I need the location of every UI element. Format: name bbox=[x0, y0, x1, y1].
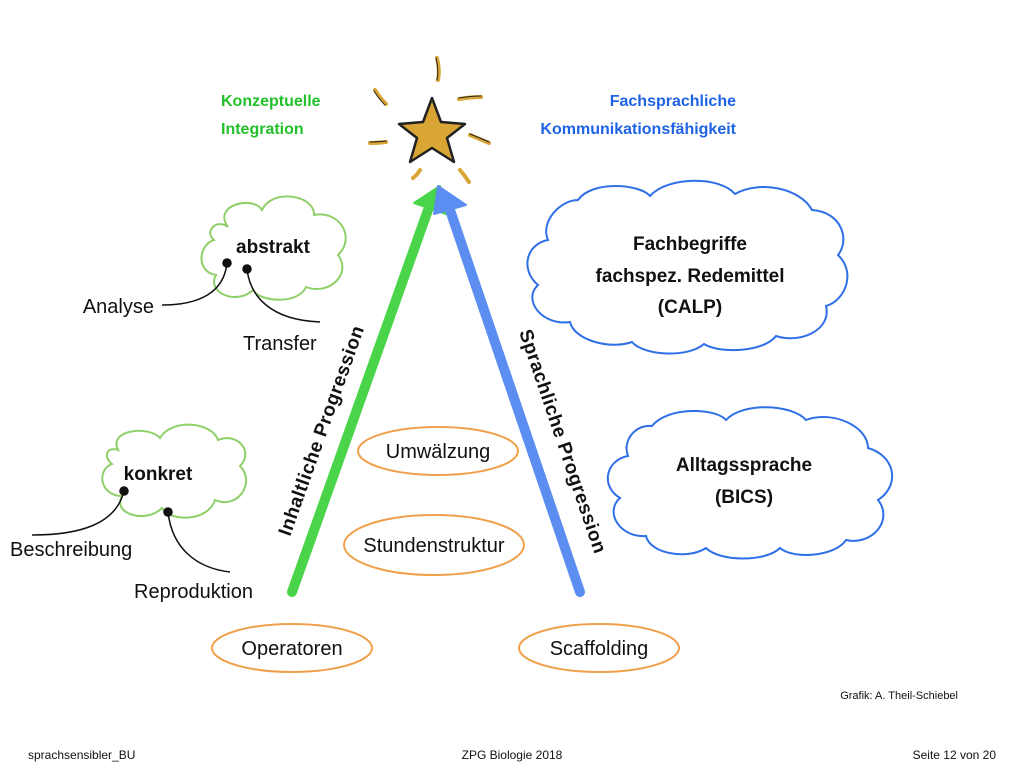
oval-revision-text: Umwälzung bbox=[386, 441, 490, 463]
oval-lesson-structure-text: Stundenstruktur bbox=[363, 535, 505, 557]
oval-operators-text: Operatoren bbox=[241, 638, 342, 660]
oval-operators: Operatoren bbox=[211, 623, 373, 673]
label-description: Beschreibung bbox=[10, 539, 132, 561]
cloud-abstract: abstrakt bbox=[200, 195, 347, 301]
connector-description bbox=[31, 486, 129, 536]
star-icon bbox=[368, 56, 491, 184]
connector-analysis bbox=[161, 258, 232, 306]
connector-reproduction bbox=[163, 507, 231, 573]
heading-conceptual-line2: Integration bbox=[221, 121, 304, 138]
cloud-abstract-text: abstrakt bbox=[236, 237, 311, 258]
cloud-technical-line2: fachspez. Redemittel bbox=[596, 266, 785, 287]
label-analysis: Analyse bbox=[83, 296, 154, 318]
label-transfer: Transfer bbox=[243, 333, 317, 355]
oval-lesson-structure: Stundenstruktur bbox=[343, 514, 525, 576]
footer-left: sprachsensibler_BU bbox=[28, 748, 136, 762]
footer-center: ZPG Biologie 2018 bbox=[461, 748, 563, 762]
cloud-technical-line1: Fachbegriffe bbox=[633, 234, 747, 255]
heading-communicative-line1: Fachsprachliche bbox=[610, 93, 736, 110]
image-credit: Grafik: A. Theil-Schiebel bbox=[840, 690, 958, 702]
oval-scaffolding-text: Scaffolding bbox=[550, 638, 649, 660]
connector-transfer bbox=[242, 264, 321, 323]
footer-right: Seite 12 von 20 bbox=[912, 748, 996, 762]
cloud-concrete-text: konkret bbox=[124, 464, 193, 485]
oval-revision: Umwälzung bbox=[357, 426, 519, 476]
cloud-concrete: konkret bbox=[101, 423, 247, 519]
cloud-technical-language: Fachbegriffe fachspez. Redemittel (CALP) bbox=[526, 179, 849, 355]
language-progression-arrow bbox=[433, 185, 585, 597]
heading-communicative-line2: Kommunikationsfähigkeit bbox=[540, 121, 736, 138]
cloud-everyday-line1: Alltagssprache bbox=[676, 455, 812, 476]
cloud-everyday-language: Alltagssprache (BICS) bbox=[606, 406, 894, 560]
heading-conceptual-line1: Konzeptuelle bbox=[221, 93, 321, 110]
cloud-technical-line3: (CALP) bbox=[658, 297, 722, 318]
oval-scaffolding: Scaffolding bbox=[518, 623, 680, 673]
cloud-everyday-line2: (BICS) bbox=[715, 487, 773, 508]
label-reproduction: Reproduktion bbox=[134, 581, 253, 603]
